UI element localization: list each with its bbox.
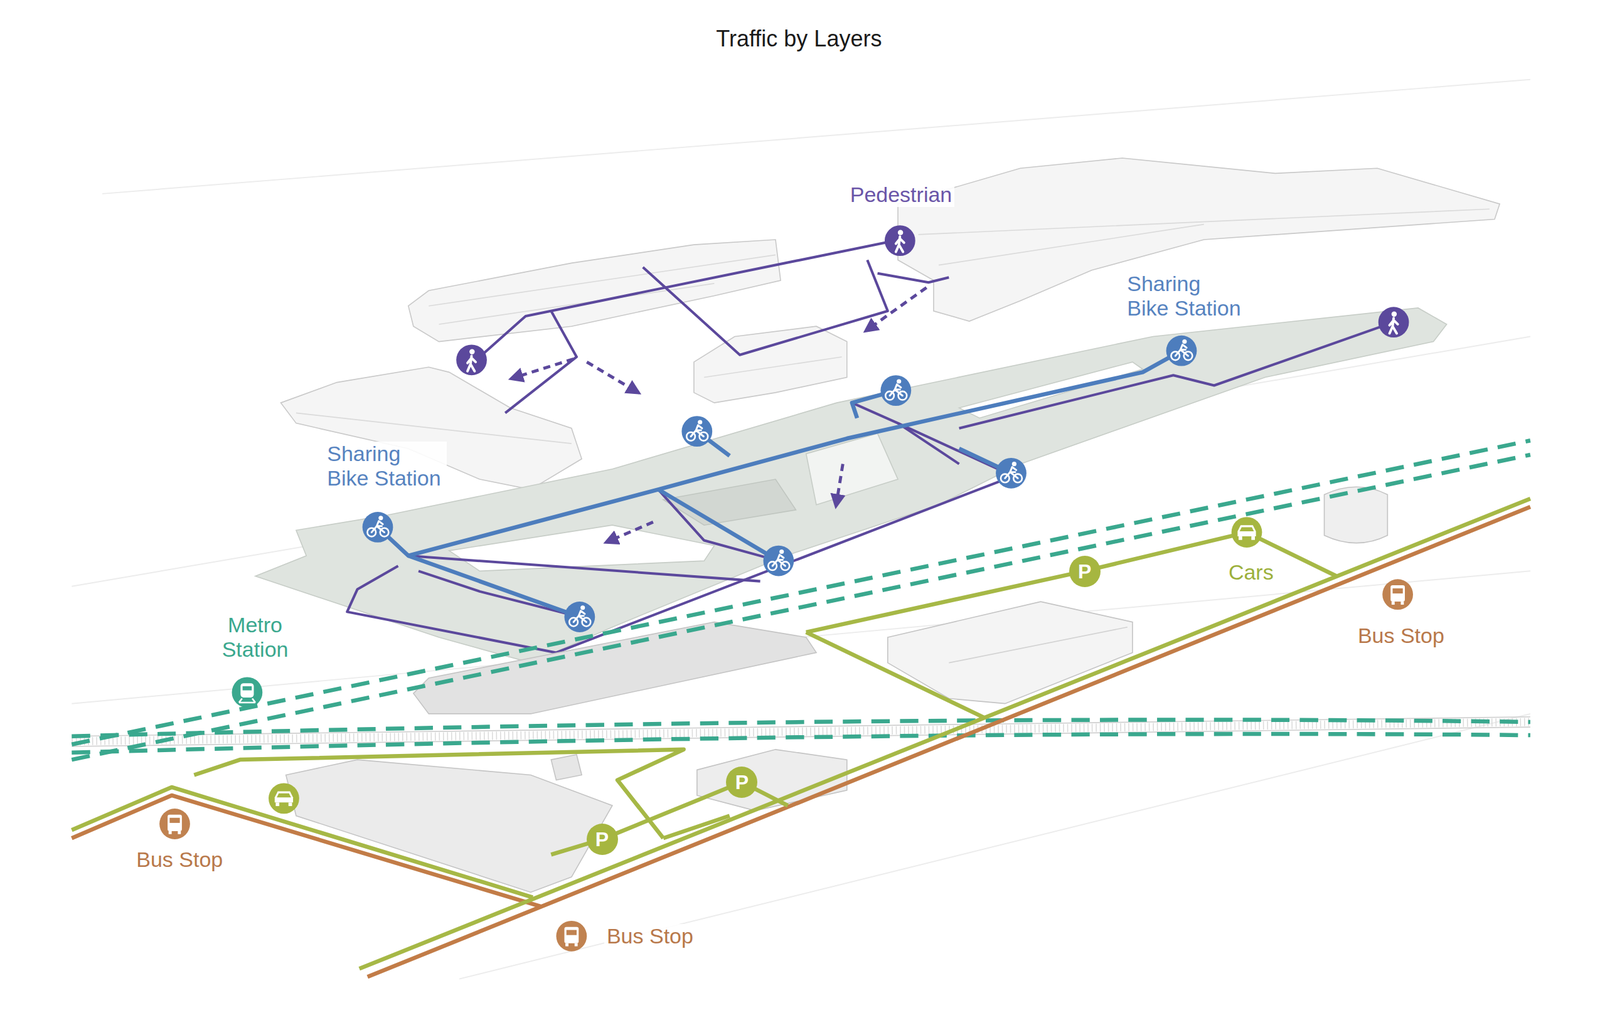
car-icon bbox=[268, 783, 300, 814]
parking-letter: P bbox=[1077, 561, 1092, 582]
pedestrian-path bbox=[897, 423, 960, 465]
metro-icon bbox=[232, 677, 263, 708]
map-label: Pedestrian bbox=[847, 182, 955, 208]
parking-circle: P bbox=[586, 823, 619, 856]
platform bbox=[255, 308, 1447, 664]
pedestrian-icon bbox=[456, 225, 1409, 376]
map-label: Sharing Bike Station bbox=[1124, 271, 1247, 321]
bus-icon bbox=[555, 921, 587, 952]
pedestrian-direction bbox=[515, 358, 574, 378]
bike-route bbox=[658, 489, 779, 561]
bike-icon bbox=[362, 335, 1198, 633]
map-label: Cars bbox=[1226, 560, 1277, 585]
pedestrian-icon bbox=[456, 344, 487, 376]
metro-line bbox=[71, 734, 1531, 753]
metro-line bbox=[71, 440, 1531, 745]
pedestrian-direction bbox=[586, 362, 635, 391]
pedestrian-path bbox=[877, 273, 950, 283]
car-road bbox=[806, 632, 985, 719]
car-road bbox=[663, 815, 730, 839]
parking-circle: P bbox=[1069, 555, 1101, 588]
parking-circle: P bbox=[725, 766, 758, 799]
car-icon bbox=[1231, 517, 1263, 548]
map-label: Bus Stop bbox=[604, 924, 696, 949]
map-label: Bus Stop bbox=[1355, 623, 1447, 649]
metro-icon bbox=[232, 677, 263, 708]
ground-buildings bbox=[550, 754, 582, 781]
bus-road bbox=[367, 506, 1531, 977]
bus-icon bbox=[159, 579, 1414, 952]
pedestrian-path bbox=[408, 555, 761, 582]
pedestrian-path bbox=[658, 489, 779, 561]
car-road bbox=[71, 787, 533, 898]
pedestrian-path bbox=[643, 260, 888, 356]
pedestrian-icon bbox=[884, 225, 916, 256]
pedestrian-direction bbox=[515, 287, 927, 541]
pedestrian-direction bbox=[837, 464, 844, 502]
car-road bbox=[359, 498, 1531, 969]
bike-icon bbox=[762, 545, 794, 577]
car-icon bbox=[268, 517, 1262, 814]
ground-line bbox=[71, 79, 1531, 980]
bike-icon bbox=[995, 458, 1027, 489]
rail-track bbox=[71, 717, 1531, 747]
map-label: Sharing Bike Station bbox=[324, 441, 447, 491]
bus-road bbox=[71, 795, 541, 907]
metro-line bbox=[71, 454, 1531, 760]
car-road bbox=[193, 749, 684, 839]
pedestrian-direction bbox=[869, 287, 927, 329]
bus-icon bbox=[1382, 579, 1414, 610]
ground-buildings bbox=[948, 627, 1127, 664]
parking-letter: P bbox=[735, 772, 749, 793]
pedestrian-direction bbox=[610, 522, 654, 541]
map-label: Metro Station bbox=[208, 613, 302, 662]
map-label: Bus Stop bbox=[133, 847, 226, 873]
platform bbox=[255, 308, 1447, 664]
pedestrian-path bbox=[505, 311, 577, 414]
bike-icon bbox=[681, 416, 713, 447]
diagram-title: Traffic by Layers bbox=[715, 25, 882, 53]
bike-route bbox=[408, 555, 580, 618]
pedestrian-icon bbox=[1378, 306, 1410, 338]
pedestrian-path bbox=[480, 239, 901, 358]
bike-icon bbox=[880, 375, 912, 406]
top-buildings bbox=[897, 158, 1500, 322]
ground-buildings bbox=[286, 486, 1388, 893]
top-buildings bbox=[408, 239, 781, 342]
pedestrian-path bbox=[346, 479, 1006, 653]
platform bbox=[449, 525, 715, 571]
metro-line bbox=[71, 440, 1531, 760]
bike-icon bbox=[1166, 335, 1198, 367]
ground-line bbox=[459, 714, 1531, 980]
bus-road bbox=[71, 506, 1531, 977]
parking-letter: P bbox=[595, 829, 609, 850]
car-road bbox=[71, 498, 1531, 969]
ground-buildings bbox=[413, 622, 817, 715]
pedestrian-path bbox=[959, 322, 1395, 429]
bike-icon bbox=[564, 601, 595, 633]
bike-route bbox=[377, 350, 1182, 556]
car-road bbox=[806, 532, 1337, 633]
pedestrian-path bbox=[852, 402, 1021, 480]
bus-icon bbox=[159, 808, 191, 840]
top-buildings bbox=[693, 326, 848, 403]
bike-icon bbox=[362, 512, 394, 543]
